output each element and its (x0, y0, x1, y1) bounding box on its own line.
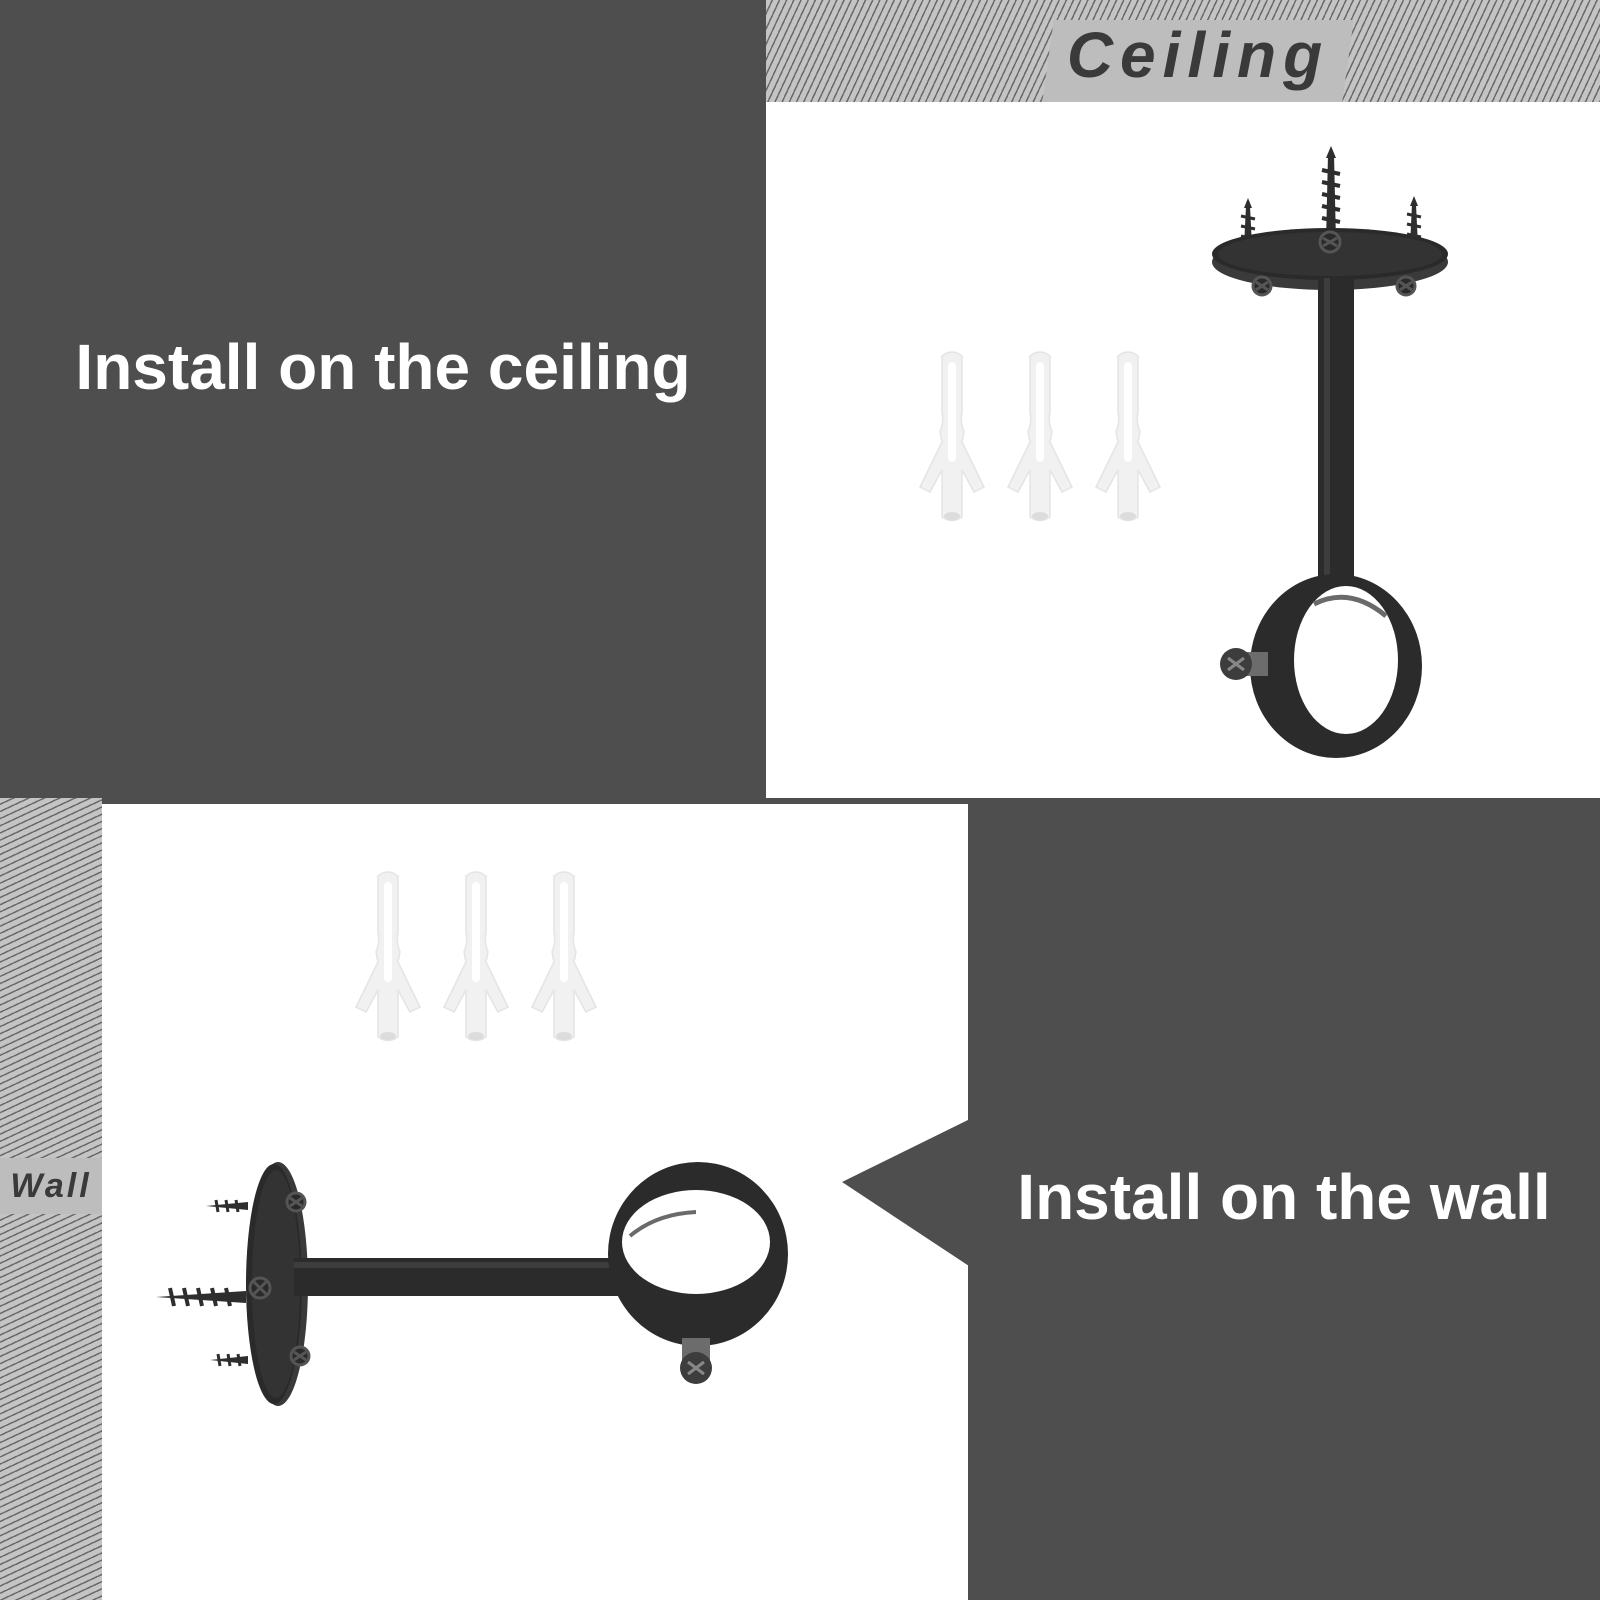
plastic-wall-anchor-icon (443, 871, 509, 1042)
ceiling-strip-label: Ceiling (1066, 19, 1330, 91)
ceiling-product-panel (766, 102, 1600, 798)
wood-screw-icon (156, 1287, 246, 1307)
ceiling-instruction-text: Install on the ceiling (75, 331, 691, 403)
plastic-wall-anchor-icon (531, 871, 597, 1042)
wall-anchor-set (355, 871, 597, 1042)
wood-screw-icon (1321, 146, 1341, 242)
wall-strip-label: Wall (10, 1167, 92, 1205)
ceiling-anchor-set (919, 351, 1161, 522)
wood-screw-icon (206, 1199, 248, 1213)
plastic-wall-anchor-icon (919, 351, 985, 522)
wall-label-box (0, 1158, 102, 1214)
wood-screw-icon (210, 1353, 248, 1367)
ceiling-instruction-panel (0, 0, 766, 798)
plastic-wall-anchor-icon (355, 871, 421, 1042)
wall-instruction-text: Install on the wall (1017, 1161, 1551, 1233)
section-divider (0, 798, 1600, 804)
wall-rod-bracket-icon (156, 1162, 788, 1406)
plastic-wall-anchor-icon (1095, 351, 1161, 522)
plastic-wall-anchor-icon (1007, 351, 1073, 522)
wood-screw-icon (1406, 196, 1422, 246)
wall-pointer-arrow (842, 1118, 972, 1268)
ceiling-rod-bracket-icon (1212, 146, 1448, 758)
wall-product-panel (102, 804, 968, 1600)
wall-instruction-panel (968, 798, 1600, 1600)
